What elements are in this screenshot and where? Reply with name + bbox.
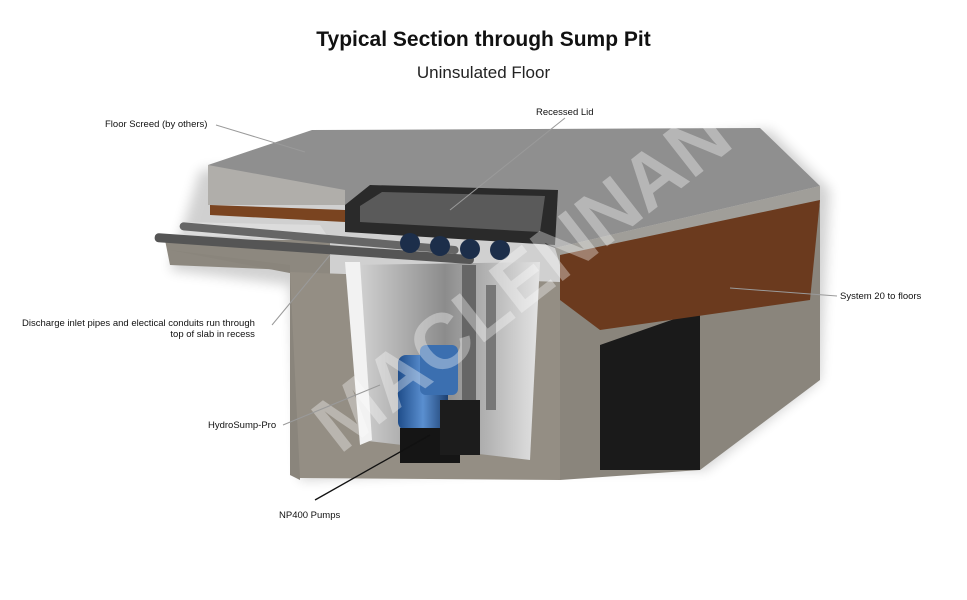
leader-np400 <box>314 434 431 501</box>
recessed-lid-top <box>360 192 545 232</box>
label-hydrosump: HydroSump-Pro <box>208 420 277 431</box>
label-floor-screed: Floor Screed (by others) <box>105 119 208 130</box>
label-recessed-lid: Recessed Lid <box>536 107 594 118</box>
label-np400: NP400 Pumps <box>279 510 341 521</box>
leader-lines <box>215 117 838 426</box>
diagram-subtitle: Uninsulated Floor <box>416 63 551 82</box>
system20-insulation-right <box>560 200 820 330</box>
pit-block-dark-side <box>600 310 700 470</box>
floor-screed-top <box>208 128 820 248</box>
riser-pipe-2 <box>486 285 496 410</box>
insulation-left <box>210 205 345 222</box>
hydrosump-pump <box>398 345 480 463</box>
discharge-pipe-upper <box>154 233 474 265</box>
label-discharge-line2: top of slab in recess <box>170 329 255 340</box>
pit-liner-edge <box>345 262 372 445</box>
lid-support-blocks <box>400 233 510 260</box>
label-system20: System 20 to floors <box>840 291 922 302</box>
label-discharge-line1: Discharge inlet pipes and electical cond… <box>22 318 255 329</box>
label-discharge: Discharge inlet pipes and electical cond… <box>22 318 255 340</box>
slab-left-front <box>170 250 300 480</box>
riser-pipe <box>462 265 476 410</box>
discharge-pipe-lower <box>179 222 459 255</box>
floor-screed-front <box>208 165 345 205</box>
diagram-title: Typical Section through Sump Pit <box>316 28 651 51</box>
